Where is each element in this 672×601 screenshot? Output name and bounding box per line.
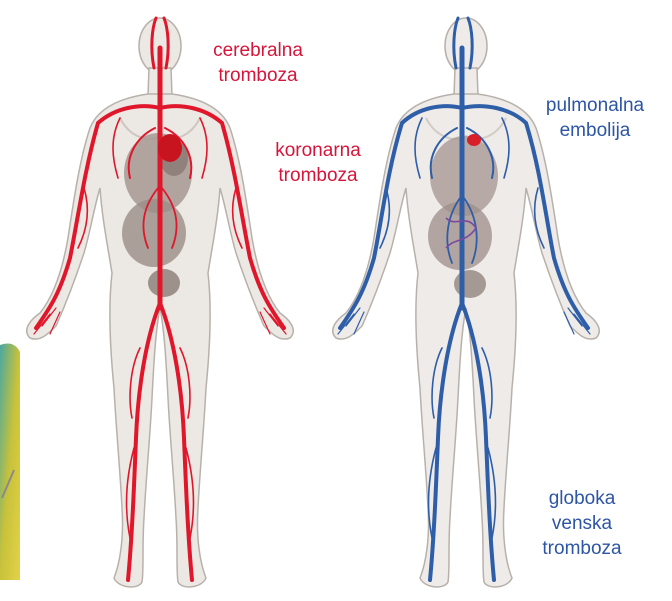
deep-vein-thrombosis-label: globoka venska tromboza [527,486,637,561]
cerebral-thrombosis-label: cerebralna tromboza [203,38,313,88]
coronary-label-line1: koronarna [258,138,378,163]
cerebral-label-line2: tromboza [203,63,313,88]
cerebral-label-line1: cerebralna [203,38,313,63]
corner-photo-fragment [0,344,20,580]
dvt-label-line3: tromboza [527,536,637,561]
dvt-label-line2: venska [527,511,637,536]
pulmonary-label-line1: pulmonalna [530,93,660,118]
dvt-label-line1: globoka [527,486,637,511]
arterial-body-figure-icon [27,18,294,587]
coronary-label-line2: tromboza [258,163,378,188]
pulmonary-embolism-label: pulmonalna embolija [530,93,660,143]
pulmonary-label-line2: embolija [530,118,660,143]
coronary-thrombosis-label: koronarna tromboza [258,138,378,188]
